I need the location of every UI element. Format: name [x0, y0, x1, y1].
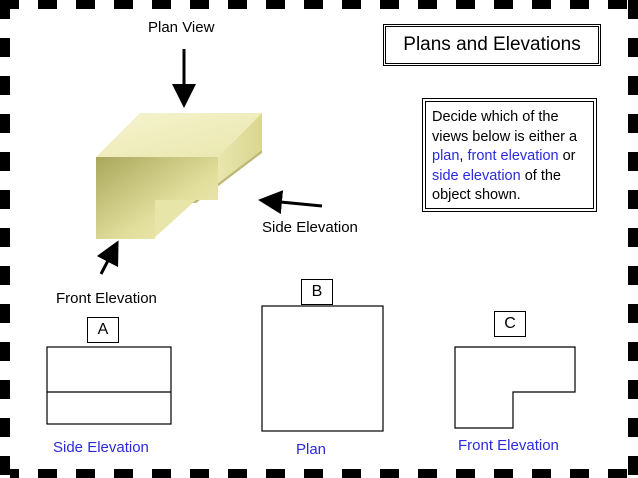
instruction-text-end: of the object shown.: [432, 167, 561, 204]
view-a-letter: A: [87, 317, 119, 343]
instruction-box: Decide which of the views below is eithe…: [422, 98, 597, 212]
view-c-shape: [454, 346, 576, 429]
object-front-face: [96, 157, 218, 239]
view-b-shape: [261, 305, 384, 432]
border-top: [0, 0, 638, 9]
object-right-face: [196, 113, 262, 200]
view-b-answer: Plan: [296, 441, 327, 458]
instruction-front-elevation: front elevation: [467, 148, 559, 164]
page-title: Plans and Elevations: [383, 24, 601, 66]
label-plan-view: Plan View: [148, 19, 215, 36]
arrow-side-elevation: [258, 190, 323, 215]
label-front-elevation: Front Elevation: [56, 290, 157, 307]
view-c-letter: C: [494, 311, 526, 337]
instruction-plan: plan: [432, 148, 460, 164]
object-top-face: [96, 113, 262, 157]
label-side-elevation: Side Elevation: [262, 219, 358, 236]
arrow-front-elevation: [96, 240, 119, 275]
instruction-comma: ,: [459, 148, 468, 164]
instruction-text-start: Decide which of the views below is eithe…: [432, 109, 578, 145]
object-3d: [96, 113, 262, 239]
border-left: [0, 0, 10, 478]
view-a-answer: Side Elevation: [53, 439, 149, 456]
instruction-or: or: [558, 148, 576, 164]
view-a-shape: [46, 346, 172, 425]
view-c-answer: Front Elevation: [458, 437, 559, 454]
border-right: [628, 0, 638, 478]
instruction-side-elevation: side elevation: [432, 167, 521, 184]
object-lower-right-face: [153, 200, 196, 239]
view-b-letter: B: [301, 279, 333, 305]
border-bottom: [0, 469, 638, 478]
